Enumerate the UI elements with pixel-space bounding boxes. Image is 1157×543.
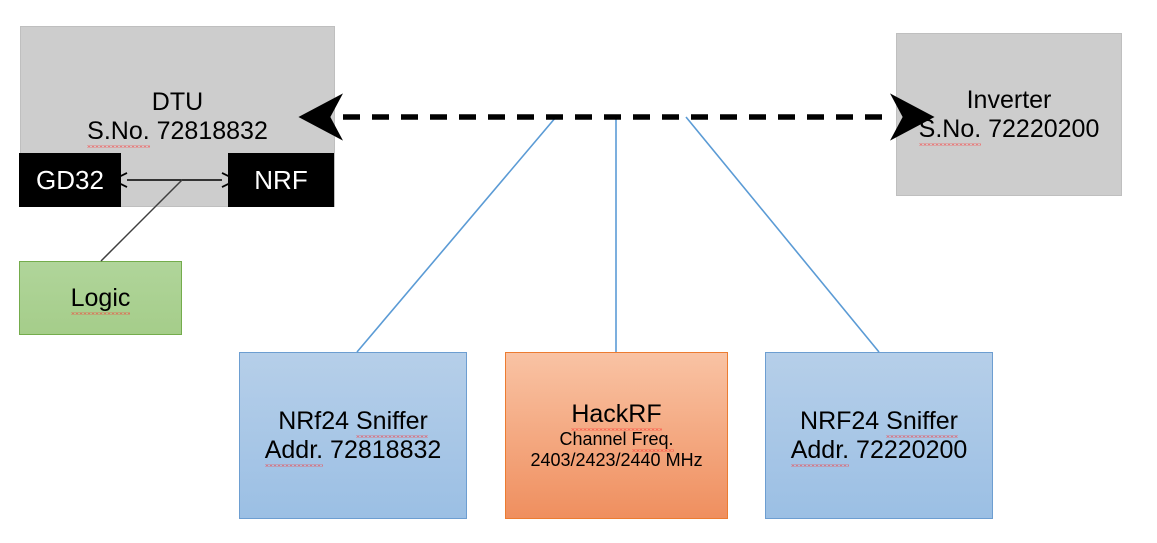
node-hackrf[interactable]: HackRF Channel Freq. 2403/2423/2440 MHz (505, 352, 728, 519)
hackrf-title-text: HackRF (571, 400, 662, 432)
nrf-label: NRF (254, 164, 308, 195)
sniffer-right-title-text: Sniffer (886, 406, 958, 438)
logic-label-text: Logic (70, 283, 131, 315)
node-inverter[interactable]: Inverter S.No. 72220200 (896, 33, 1122, 196)
hackrf-channel-word: Freq. (631, 429, 674, 452)
inverter-serial-value: 72220200 (988, 114, 1100, 143)
node-sniffer-left[interactable]: NRf24 Sniffer Addr. 72818832 (239, 352, 467, 519)
node-nrf[interactable]: NRF (228, 153, 334, 207)
node-sniffer-right[interactable]: NRF24 Sniffer Addr. 72220200 (765, 352, 993, 519)
sniffer-left-title-text: Sniffer (356, 406, 428, 438)
node-gd32[interactable]: GD32 (19, 153, 121, 207)
sniffer-right-addr-prefix: Addr. (790, 435, 850, 467)
connector-sniffer-right (685, 116, 880, 353)
sniffer-left-addr-prefix: Addr. (264, 435, 324, 467)
dtu-title: DTU (151, 87, 204, 116)
sniffer-right-addr: Addr. 72220200 (790, 435, 968, 467)
inverter-serial: S.No. 72220200 (918, 114, 1100, 146)
gd32-label: GD32 (36, 164, 104, 195)
logic-label: Logic (70, 283, 131, 315)
hackrf-frequencies: 2403/2423/2440 MHz (530, 450, 703, 470)
inverter-title: Inverter (966, 85, 1052, 114)
hackrf-channel-label: Channel Freq. (559, 429, 674, 452)
sniffer-right-title: NRF24 Sniffer (800, 406, 958, 438)
sniffer-left-addr-value: 72818832 (330, 435, 442, 464)
sniffer-right-addr-value: 72220200 (856, 435, 968, 464)
dtu-serial-prefix: S.No. (87, 116, 150, 148)
dtu-serial-value: 72818832 (156, 116, 268, 145)
sniffer-left-title: NRf24 Sniffer (278, 406, 428, 438)
sniffer-left-addr: Addr. 72818832 (264, 435, 442, 467)
hackrf-title: HackRF (571, 400, 662, 432)
connector-sniffer-left (356, 116, 557, 353)
dtu-serial: S.No. 72818832 (87, 116, 268, 148)
inverter-serial-prefix: S.No. (918, 114, 982, 146)
node-logic[interactable]: Logic (19, 261, 182, 335)
